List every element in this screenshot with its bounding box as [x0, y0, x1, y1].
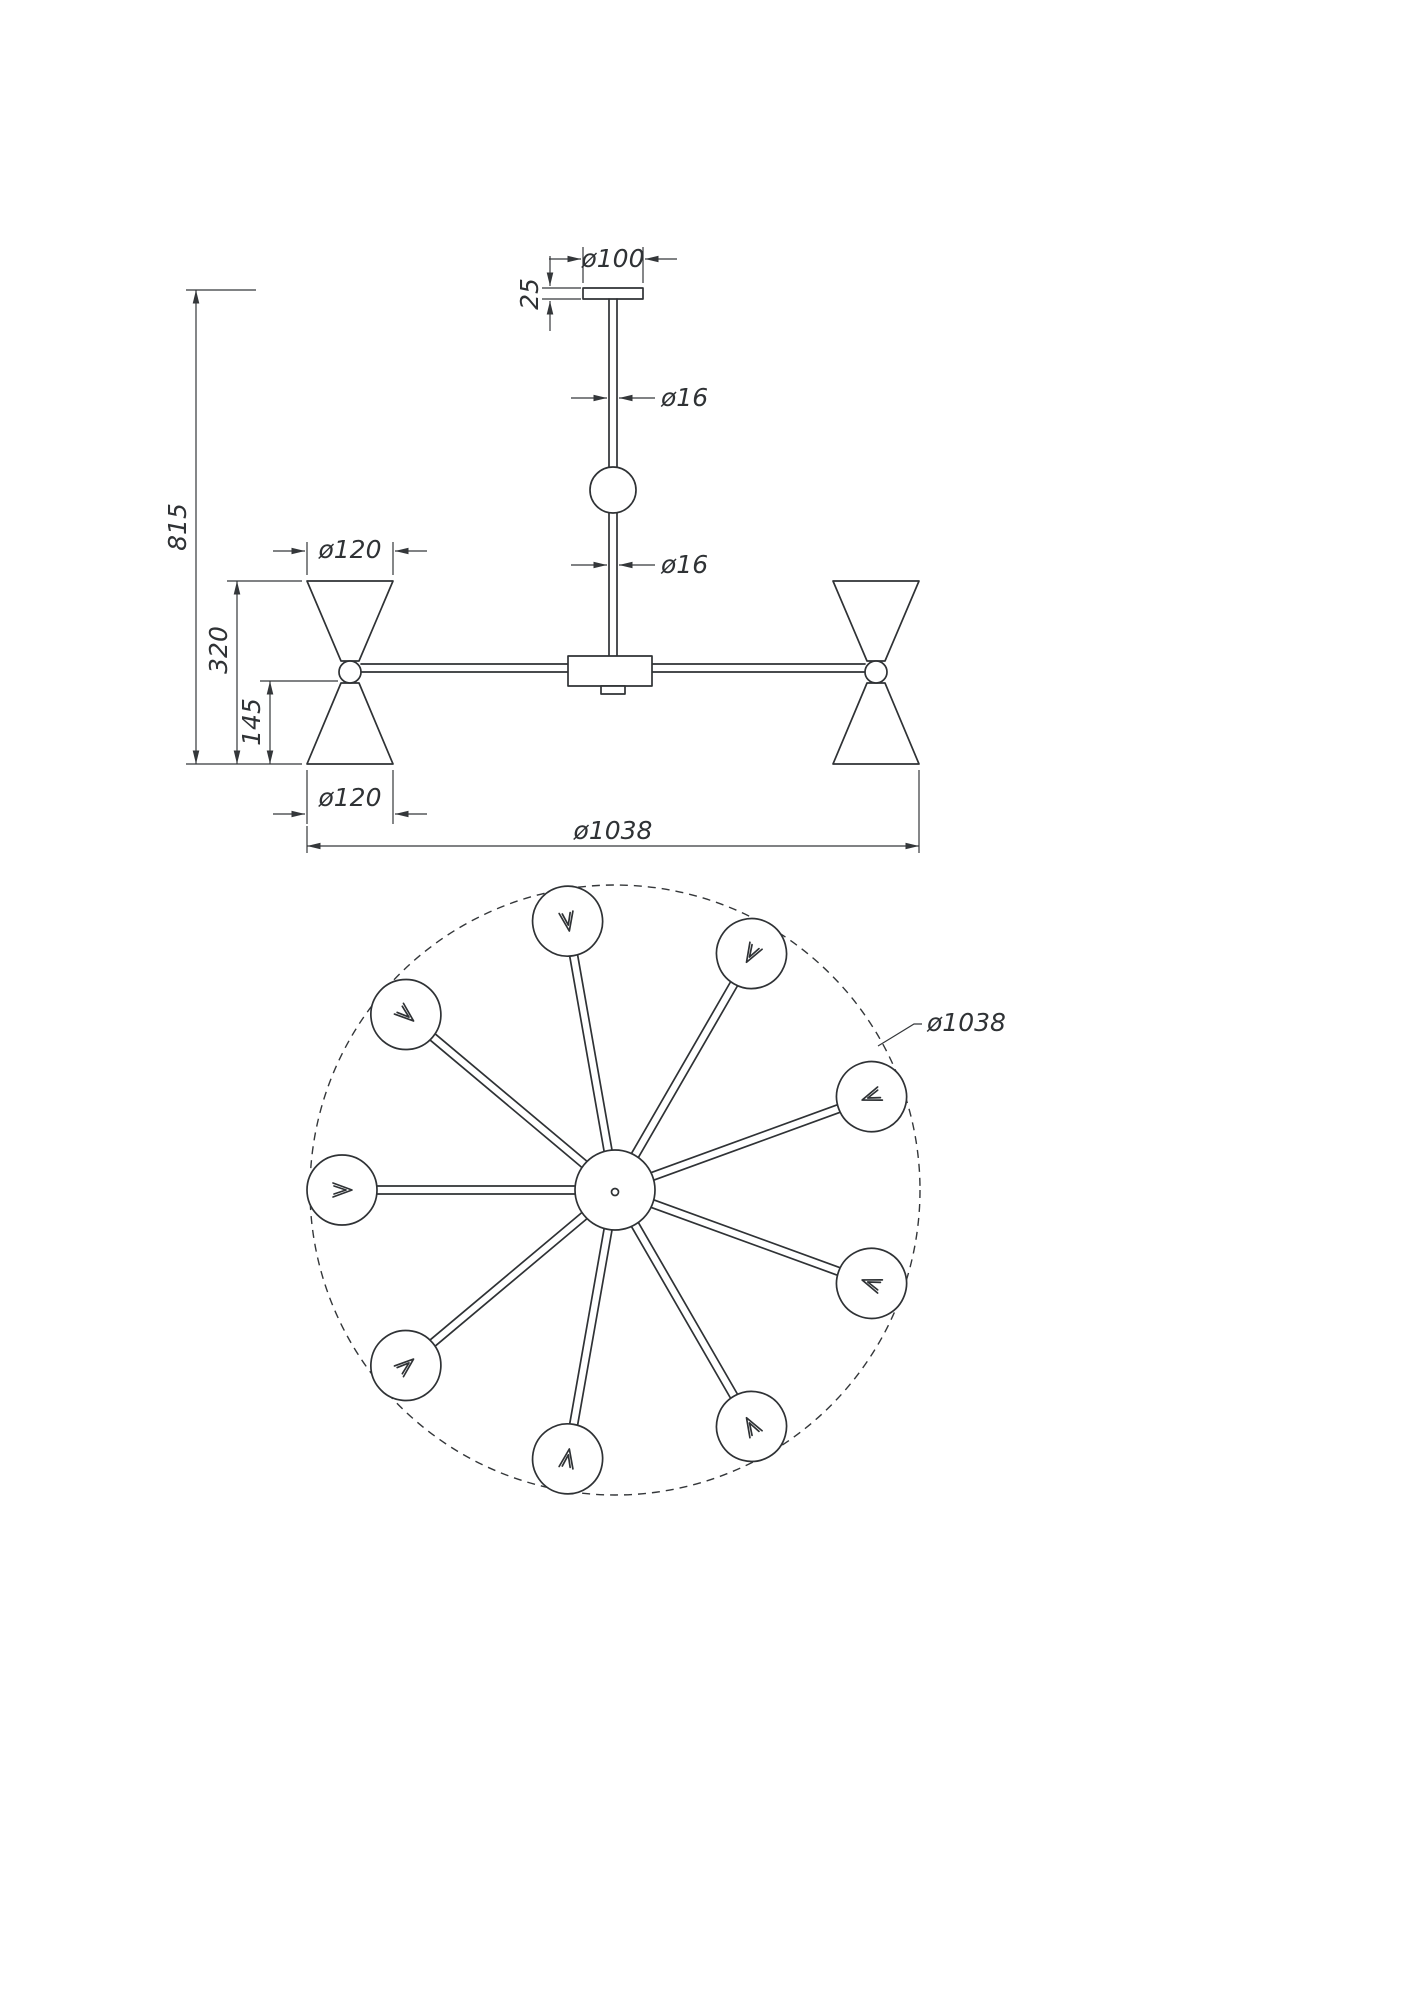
- plan-arm: [526, 1222, 644, 1501]
- dim-label-overall-diameter: ø1038: [573, 816, 653, 845]
- plan-arm: [355, 964, 608, 1192]
- ceiling-cap: [582, 287, 644, 300]
- dim-label-rod-diameter-lower: ø16: [660, 550, 708, 579]
- plan-arm: [526, 879, 644, 1158]
- plan-arm: [639, 1169, 918, 1330]
- dim-rod-diameter-lower: ø16: [571, 550, 708, 579]
- dim-label-plan-diameter: ø1038: [926, 1008, 1006, 1037]
- dim-cap-diameter: ø100: [549, 244, 677, 283]
- plan-arm: [603, 1206, 801, 1476]
- dim-label-rod-diameter-upper: ø16: [660, 383, 708, 412]
- dim-rod-diameter-upper: ø16: [571, 383, 708, 412]
- dim-label-cap-diameter: ø100: [580, 244, 644, 273]
- junction-box: [567, 655, 653, 695]
- plan-view: ø1038: [306, 879, 1006, 1501]
- dim-shade-diameter-top: ø120: [273, 535, 427, 575]
- plan-arm: [639, 1050, 918, 1211]
- dim-label-shade-diameter-bottom: ø120: [317, 783, 381, 812]
- plan-arm: [355, 1188, 608, 1416]
- dim-shade-diameter-bottom: ø120: [273, 770, 427, 824]
- dim-shade-height: 320: [204, 580, 302, 764]
- plan-arm: [603, 904, 801, 1174]
- dim-shade-lower-height: 145: [237, 680, 338, 764]
- dim-overall-diameter: ø1038: [306, 770, 920, 853]
- plan-arm: [306, 1154, 576, 1226]
- dim-overall-height: 815: [163, 289, 302, 765]
- dim-cap-height: 25: [515, 256, 581, 331]
- dim-label-shade-lower-height: 145: [237, 698, 266, 746]
- stem-sphere: [589, 466, 637, 514]
- right-shade: [832, 580, 920, 765]
- dim-label-overall-height: 815: [163, 503, 192, 551]
- left-shade: [306, 580, 394, 765]
- arm-bar: [360, 663, 866, 673]
- side-elevation-view: ø100 25 ø16 ø16 815: [163, 244, 920, 853]
- dim-label-cap-height: 25: [515, 278, 544, 310]
- dim-label-shade-height: 320: [204, 626, 233, 674]
- dim-plan-diameter: ø1038: [877, 1008, 1006, 1047]
- dim-label-shade-diameter-top: ø120: [317, 535, 381, 564]
- plan-hub: [574, 1149, 656, 1231]
